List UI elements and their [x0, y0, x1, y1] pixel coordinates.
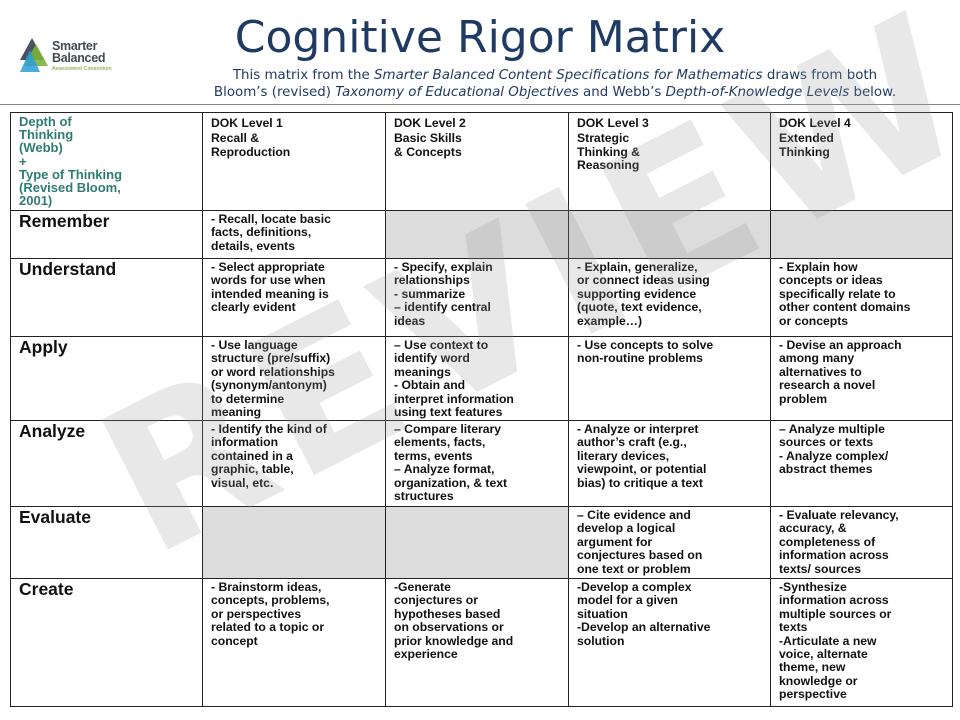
row-label-cell: Apply [10, 336, 203, 421]
matrix-cell-text: - Brainstorm ideas, concepts, problems, … [211, 580, 330, 648]
row-label: Understand [19, 259, 117, 279]
matrix-cell: - Select appropriate words for use when … [202, 258, 386, 337]
matrix-cell: - Explain how concepts or ideas specific… [770, 258, 953, 337]
dok-level-name: Basic Skills & Concepts [394, 131, 462, 159]
logo-text-balanced: Balanced [52, 51, 106, 65]
matrix-row-remember: Remember - Recall, locate basic facts, de… [10, 210, 953, 259]
matrix-cell: - Brainstorm ideas, concepts, problems, … [202, 578, 386, 707]
matrix-cell-text: - Identify the kind of information conta… [211, 422, 327, 490]
cognitive-rigor-matrix-table: Depth of Thinking (Webb) + Type of Think… [10, 112, 953, 707]
header-corner-cell: Depth of Thinking (Webb) + Type of Think… [10, 112, 203, 211]
row-label: Create [19, 579, 74, 599]
row-label-cell: Evaluate [10, 506, 203, 579]
header-row: Depth of Thinking (Webb) + Type of Think… [10, 112, 953, 211]
row-label-cell: Understand [10, 258, 203, 337]
matrix-cell: - Recall, locate basic facts, definition… [202, 210, 386, 259]
intro-segment: This matrix from the [232, 68, 375, 83]
logo-text-consortium: Assessment Consortium [52, 66, 112, 72]
intro-segment: and Webb’s [578, 85, 666, 100]
page-title: Cognitive Rigor Matrix [234, 12, 726, 63]
intro-italic-segment: Taxonomy of Educational Objectives [335, 85, 579, 100]
empty-cell [770, 210, 953, 259]
row-label: Remember [19, 211, 110, 231]
matrix-cell: - Identify the kind of information conta… [202, 420, 386, 507]
matrix-cell: - Analyze or interpret author’s craft (e… [568, 420, 771, 507]
dok-level-name: Extended Thinking [779, 131, 834, 159]
divider-line [0, 104, 960, 105]
matrix-cell-text: - Devise an approach among many alternat… [779, 338, 902, 406]
dok-level-label: DOK Level 1 [211, 116, 283, 130]
intro-italic-segment: Smarter Balanced Content Specifications … [374, 68, 763, 83]
matrix-row-apply: Apply - Use language structure (pre/suffi… [10, 336, 953, 421]
matrix-cell-text: - Evaluate relevancy, accuracy, & comple… [779, 508, 899, 576]
intro-text: This matrix from the Smarter Balanced Co… [160, 67, 950, 101]
matrix-cell: - Devise an approach among many alternat… [770, 336, 953, 421]
row-label: Evaluate [19, 507, 91, 527]
matrix-cell: – Compare literary elements, facts, term… [385, 420, 569, 507]
row-label-cell: Create [10, 578, 203, 707]
empty-cell [385, 506, 569, 579]
matrix-cell-text: - Explain how concepts or ideas specific… [779, 260, 911, 328]
matrix-cell: -Develop a complex model for a given sit… [568, 578, 771, 707]
row-label: Analyze [19, 421, 86, 441]
smarter-balanced-logo: Smarter Balanced Assessment Consortium [20, 38, 140, 80]
empty-cell [202, 506, 386, 579]
dok-level-label: DOK Level 3 [577, 116, 649, 130]
matrix-cell: - Use language structure (pre/suffix) or… [202, 336, 386, 421]
matrix-cell: -Synthesize information across multiple … [770, 578, 953, 707]
logo-text-smarter: Smarter [52, 39, 98, 53]
matrix-cell-text: -Synthesize information across multiple … [779, 580, 892, 702]
matrix-cell-text: - Explain, generalize, or connect ideas … [577, 260, 710, 328]
matrix-cell-text: - Use language structure (pre/suffix) or… [211, 338, 335, 420]
matrix-cell-text: - Analyze or interpret author’s craft (e… [577, 422, 707, 490]
matrix-cell: - Use concepts to solve non-routine prob… [568, 336, 771, 421]
row-label-cell: Analyze [10, 420, 203, 507]
matrix-cell-text: -Develop a complex model for a given sit… [577, 580, 711, 648]
dok-level-label: DOK Level 4 [779, 116, 851, 130]
dok-level-name: Recall & Reproduction [211, 131, 291, 159]
matrix-cell-text: - Select appropriate words for use when … [211, 260, 329, 315]
matrix-cell: - Specify, explain relationships - summa… [385, 258, 569, 337]
matrix-cell-text: -Generate conjectures or hypotheses base… [394, 580, 514, 662]
matrix-cell-text: - Use concepts to solve non-routine prob… [577, 338, 714, 366]
matrix-row-understand: Understand - Select appropriate words for… [10, 258, 953, 337]
matrix-cell: – Cite evidence and develop a logical ar… [568, 506, 771, 579]
matrix-cell: – Use context to identify word meanings … [385, 336, 569, 421]
matrix-cell-text: - Recall, locate basic facts, definition… [211, 212, 331, 253]
logo-mark-icon [20, 38, 48, 72]
matrix-cell-text: – Compare literary elements, facts, term… [394, 422, 508, 504]
intro-segment: draws from both [762, 68, 878, 83]
matrix-row-create: Create - Brainstorm ideas, concepts, prob… [10, 578, 953, 707]
row-label-cell: Remember [10, 210, 203, 259]
intro-segment: Bloom’s (revised) [213, 85, 336, 100]
matrix-row-analyze: Analyze - Identify the kind of informatio… [10, 420, 953, 507]
matrix-cell-text: – Analyze multiple sources or texts - An… [779, 422, 889, 477]
intro-segment: below. [849, 85, 897, 100]
empty-cell [385, 210, 569, 259]
matrix-cell: -Generate conjectures or hypotheses base… [385, 578, 569, 707]
matrix-row-evaluate: Evaluate – Cite evidence and develop a lo… [10, 506, 953, 579]
matrix-cell-text: – Cite evidence and develop a logical ar… [577, 508, 703, 576]
intro-italic-segment: Depth-of-Knowledge Levels [665, 85, 850, 100]
matrix-cell: - Evaluate relevancy, accuracy, & comple… [770, 506, 953, 579]
empty-cell [568, 210, 771, 259]
matrix-cell-text: – Use context to identify word meanings … [394, 338, 514, 420]
dok-level-label: DOK Level 2 [394, 116, 466, 130]
matrix-cell-text: - Specify, explain relationships - summa… [394, 260, 493, 328]
matrix-cell: - Explain, generalize, or connect ideas … [568, 258, 771, 337]
dok-level-name: Strategic Thinking & Reasoning [577, 131, 640, 173]
row-label: Apply [19, 337, 68, 357]
header-corner-text: Depth of Thinking (Webb) + Type of Think… [19, 114, 123, 209]
matrix-cell: – Analyze multiple sources or texts - An… [770, 420, 953, 507]
